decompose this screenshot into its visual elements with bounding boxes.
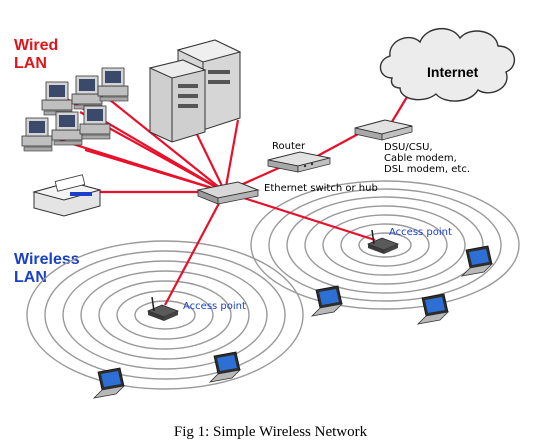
access-point-left-label: Access point xyxy=(183,301,246,312)
dsu-label-line2: Cable modem, xyxy=(384,153,457,164)
router-label: Router xyxy=(272,141,306,152)
dsu-label-line1: DSU/CSU, xyxy=(384,142,433,153)
dsu-label-line3: DSL modem, etc. xyxy=(384,164,470,175)
wired-lan-label-line1: Wired xyxy=(14,37,58,54)
cloud-icon xyxy=(379,28,516,102)
wired-lan-label-line2: LAN xyxy=(14,55,47,72)
router-icon xyxy=(267,151,331,173)
wireless-lan-label-line2: LAN xyxy=(14,269,47,286)
figure-caption: Fig 1: Simple Wireless Network xyxy=(173,424,368,440)
wired-cables xyxy=(59,91,411,306)
wireless-coverage-right xyxy=(250,180,520,310)
desktop-pc-icon xyxy=(21,67,129,152)
wireless-lan-label-line1: Wireless xyxy=(14,251,80,268)
printer-icon xyxy=(32,174,102,217)
internet-label: Internet xyxy=(427,64,479,80)
modem-icon xyxy=(354,119,413,141)
switch-label: Ethernet switch or hub xyxy=(264,183,378,194)
laptop-icon xyxy=(93,245,493,399)
switch-icon xyxy=(196,181,260,205)
server-icon xyxy=(148,39,242,143)
access-point-right-label: Access point xyxy=(389,227,452,238)
wireless-coverage-left xyxy=(26,240,304,390)
